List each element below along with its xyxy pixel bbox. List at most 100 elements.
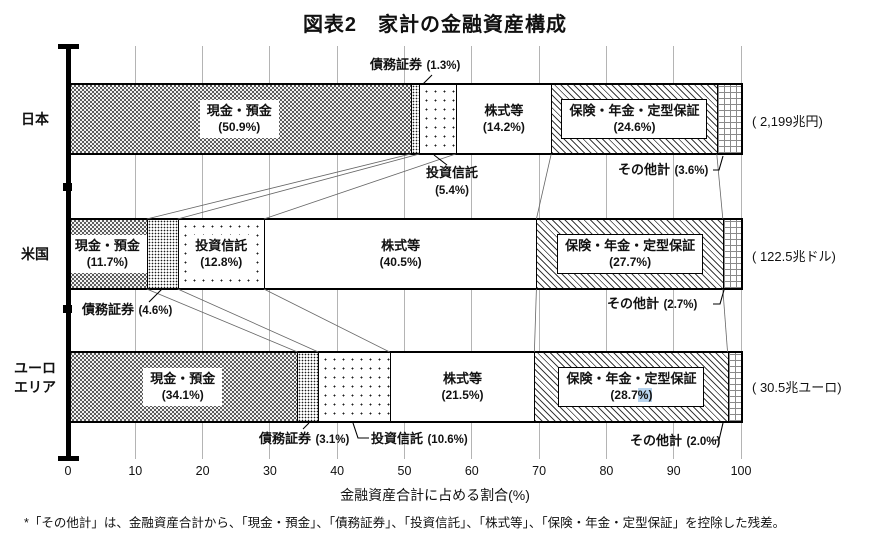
segment-label-name: 株式等 xyxy=(381,237,421,253)
segment-label-name: 株式等 xyxy=(484,102,524,118)
segment-label: 現金・預金(11.7%) xyxy=(67,234,147,274)
x-tick-label: 10 xyxy=(128,464,143,478)
segment-label-value: (21.5%) xyxy=(441,387,484,402)
x-tick-label: 20 xyxy=(195,464,210,478)
segment-japan-1 xyxy=(410,85,420,153)
callout-value: (2.0%) xyxy=(686,436,721,448)
segment-label-value: (40.5%) xyxy=(379,254,422,269)
segment-label-name: 保険・年金・定型保証 xyxy=(569,102,700,118)
leader-line xyxy=(713,155,724,171)
x-tick-label: 80 xyxy=(599,464,614,478)
connector-line xyxy=(177,153,420,220)
segment-label-name: 現金・預金 xyxy=(150,370,216,386)
total-label-us: ( 122.5兆ドル) xyxy=(752,249,836,264)
connector-line xyxy=(716,153,724,220)
callout-euro-5: その他計 (2.0%) xyxy=(630,432,720,451)
callout-name: 債務証券 xyxy=(259,431,312,446)
segment-label-name: 現金・預金 xyxy=(206,102,272,118)
x-tick-label: 60 xyxy=(464,464,479,478)
y-axis-nub xyxy=(63,183,72,191)
callout-japan-1: 債務証券 (1.3%) xyxy=(370,56,460,75)
x-tick-label: 0 xyxy=(64,464,72,478)
connector-line xyxy=(533,288,537,353)
segment-label-value: (50.9%) xyxy=(218,119,261,134)
segment-label: 投資信託(12.8%) xyxy=(188,234,255,274)
x-tick-label: 70 xyxy=(532,464,547,478)
segment-label-value: (24.6%) xyxy=(613,119,656,134)
callout-japan-5: その他計 (3.6%) xyxy=(618,161,708,180)
callout-value: (2.7%) xyxy=(663,299,698,311)
callout-name: 投資信託 xyxy=(425,165,478,180)
segment-label-name: 保険・年金・定型保証 xyxy=(565,237,696,253)
total-label-euro: ( 30.5兆ユーロ) xyxy=(752,380,842,395)
segment-euro-5 xyxy=(727,353,741,421)
leader-line xyxy=(302,422,310,430)
leader-line xyxy=(422,74,433,85)
x-tick-label: 90 xyxy=(666,464,681,478)
callout-value: (1.3%) xyxy=(426,60,461,72)
row-label-us: 米国 xyxy=(21,246,49,262)
segment-label-value: (11.7%) xyxy=(86,254,129,269)
segment-label-name: 株式等 xyxy=(443,370,483,386)
callout-value: (3.6%) xyxy=(674,165,709,177)
segment-us-2: 投資信託(12.8%) xyxy=(177,220,264,288)
x-tick-label: 40 xyxy=(330,464,345,478)
bar-euro: 現金・預金(34.1%) 株式等(21.5%) 保険・年金・定型保証(28.7%) xyxy=(66,351,743,423)
segment-label-name: 現金・預金 xyxy=(74,237,140,253)
segment-label-value: (34.1%) xyxy=(161,387,204,402)
callout-value: (3.1%) xyxy=(315,434,350,446)
segment-label: 株式等(14.2%) xyxy=(475,99,532,139)
connector-line xyxy=(177,288,319,353)
callout-value: (5.4%) xyxy=(435,185,469,197)
y-axis-bottom-cap xyxy=(58,456,79,461)
segment-label: 保険・年金・定型保証(24.6%) xyxy=(561,98,708,140)
connector-line xyxy=(263,288,390,353)
callout-japan-2: 投資信託 (5.4%) xyxy=(406,164,498,200)
callout-name: 投資信託 xyxy=(371,431,424,446)
connector-line xyxy=(146,153,411,220)
y-axis-line xyxy=(66,44,71,461)
callout-us-5: その他計 (2.7%) xyxy=(607,295,697,314)
gridline xyxy=(740,46,742,459)
leader-line xyxy=(713,289,725,305)
leader-line xyxy=(352,422,369,439)
y-axis-nub xyxy=(63,305,72,313)
row-label-japan: 日本 xyxy=(21,111,49,127)
callout-euro-1: 債務証券 (3.1%) xyxy=(259,430,349,449)
x-axis-label: 金融資産合計に占める割合(%) xyxy=(340,487,530,503)
segment-euro-0: 現金・預金(34.1%) xyxy=(68,353,298,421)
segment-japan-3: 株式等(14.2%) xyxy=(455,85,552,153)
segment-euro-4: 保険・年金・定型保証(28.7%) xyxy=(534,353,728,421)
segment-japan-2 xyxy=(419,85,456,153)
callout-value: (4.6%) xyxy=(138,305,173,317)
segment-euro-2 xyxy=(318,353,390,421)
segment-us-1 xyxy=(146,220,178,288)
segment-label-name: 保険・年金・定型保証 xyxy=(566,370,697,386)
total-label-japan: ( 2,199兆円) xyxy=(752,114,823,129)
segment-label-value: (12.8%) xyxy=(200,254,243,269)
x-tick-label: 30 xyxy=(262,464,277,478)
segment-japan-4: 保険・年金・定型保証(24.6%) xyxy=(551,85,717,153)
callout-us-1: 債務証券 (4.6%) xyxy=(82,301,172,320)
bar-us: 現金・預金(11.7%) 投資信託(12.8%) 株式等(40.5%) 保険・年金・定… xyxy=(66,218,743,290)
callout-name: その他計 xyxy=(630,433,683,448)
y-axis-top-cap xyxy=(58,44,79,49)
row-label-euro: ユーロエリア xyxy=(14,360,56,395)
segment-label: 保険・年金・定型保証(27.7%) xyxy=(557,233,704,275)
segment-label: 現金・預金(50.9%) xyxy=(199,99,279,139)
segment-label-name: 投資信託 xyxy=(195,237,248,253)
callout-euro-2: 投資信託 (10.6%) xyxy=(371,430,468,449)
segment-label: 保険・年金・定型保証(28.7%) xyxy=(558,366,705,408)
segment-japan-0: 現金・預金(50.9%) xyxy=(68,85,411,153)
connector-line xyxy=(722,288,728,353)
connector-line xyxy=(146,288,298,353)
callout-name: その他計 xyxy=(618,162,671,177)
x-tick-label: 100 xyxy=(730,464,752,478)
segment-us-0: 現金・預金(11.7%) xyxy=(67,220,147,288)
segment-japan-5 xyxy=(716,85,741,153)
x-tick-label: 50 xyxy=(397,464,412,478)
chart-title: 図表2 家計の金融資産構成 xyxy=(302,14,568,36)
segment-label: 株式等(21.5%) xyxy=(434,367,491,407)
segment-us-5 xyxy=(722,220,741,288)
